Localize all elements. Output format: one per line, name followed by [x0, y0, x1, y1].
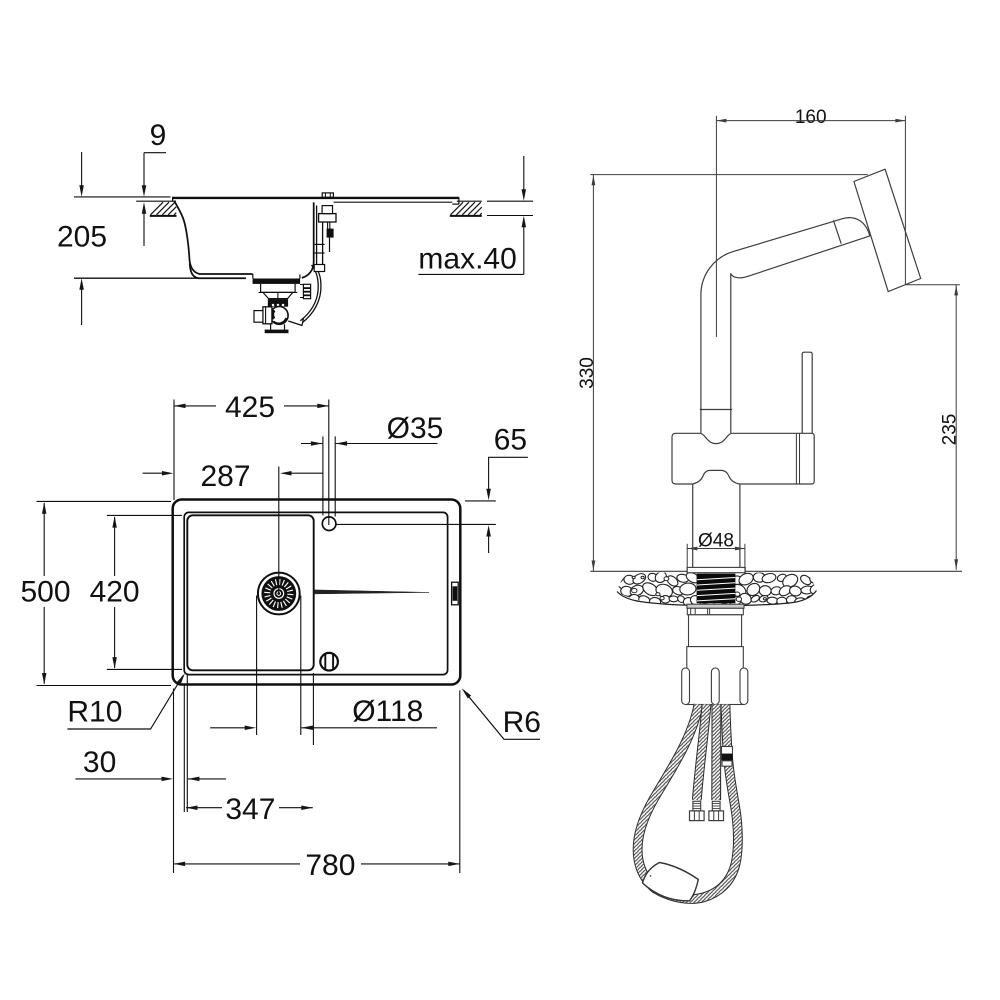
svg-text:330: 330	[577, 357, 598, 389]
svg-text:R10: R10	[67, 696, 122, 729]
svg-text:30: 30	[83, 746, 116, 779]
svg-text:160: 160	[795, 107, 827, 128]
svg-text:max.40: max.40	[418, 243, 516, 276]
svg-text:425: 425	[225, 391, 275, 424]
svg-text:420: 420	[90, 576, 140, 609]
svg-text:65: 65	[494, 423, 527, 456]
svg-text:9: 9	[150, 119, 167, 152]
svg-text:Ø118: Ø118	[352, 695, 423, 728]
svg-text:780: 780	[305, 849, 355, 882]
svg-text:347: 347	[225, 793, 275, 826]
svg-text:Ø48: Ø48	[698, 530, 734, 551]
svg-text:287: 287	[200, 460, 250, 493]
svg-text:205: 205	[57, 221, 107, 254]
svg-text:R6: R6	[503, 706, 541, 739]
svg-text:Ø35: Ø35	[387, 412, 444, 445]
svg-text:500: 500	[20, 576, 70, 609]
svg-text:235: 235	[939, 414, 960, 446]
